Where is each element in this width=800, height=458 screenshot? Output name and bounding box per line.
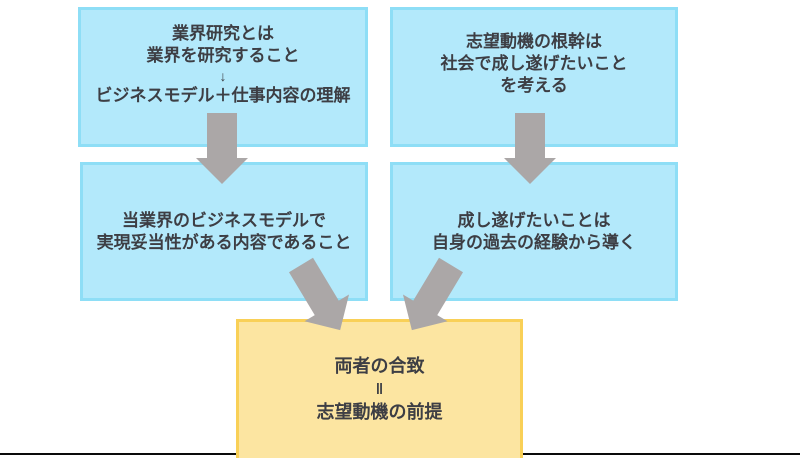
box-industry-research: 業界研究とは 業界を研究すること ↓ ビジネスモデル＋仕事内容の理解 bbox=[78, 7, 368, 147]
box-text-line: 業界研究とは bbox=[172, 24, 274, 43]
box-text-line: 実現妥当性がある内容であること bbox=[96, 232, 352, 252]
box-text-line: 志望動機の前提 bbox=[316, 401, 443, 422]
box-text-line: 成し遂げたいことは bbox=[457, 210, 611, 230]
box-motivation-core: 志望動機の根幹は 社会で成し遂げたいこと を考える bbox=[390, 7, 678, 147]
box-text-line: 両者の合致 bbox=[334, 355, 425, 376]
box-text-line: 当業界のビジネスモデルで bbox=[122, 210, 326, 230]
down-arrow-glyph: ↓ bbox=[219, 68, 227, 84]
box-text-line: 自身の過去の経験から導く bbox=[432, 232, 636, 252]
box-text-line: 社会で成し遂げたいこと bbox=[440, 54, 628, 73]
box-business-model-validity: 当業界のビジネスモデルで 実現妥当性がある内容であること bbox=[80, 162, 368, 301]
equals-mark: ‖ bbox=[375, 380, 384, 398]
box-past-experience: 成し遂げたいことは 自身の過去の経験から導く bbox=[390, 162, 678, 301]
box-text-line: 業界を研究すること bbox=[146, 46, 300, 65]
box-conclusion: 両者の合致 ‖ 志望動機の前提 bbox=[236, 319, 523, 458]
box-text-line: を考える bbox=[500, 76, 568, 95]
box-text-line: 志望動機の根幹は bbox=[466, 32, 602, 51]
box-text-line: ビジネスモデル＋仕事内容の理解 bbox=[95, 86, 351, 105]
